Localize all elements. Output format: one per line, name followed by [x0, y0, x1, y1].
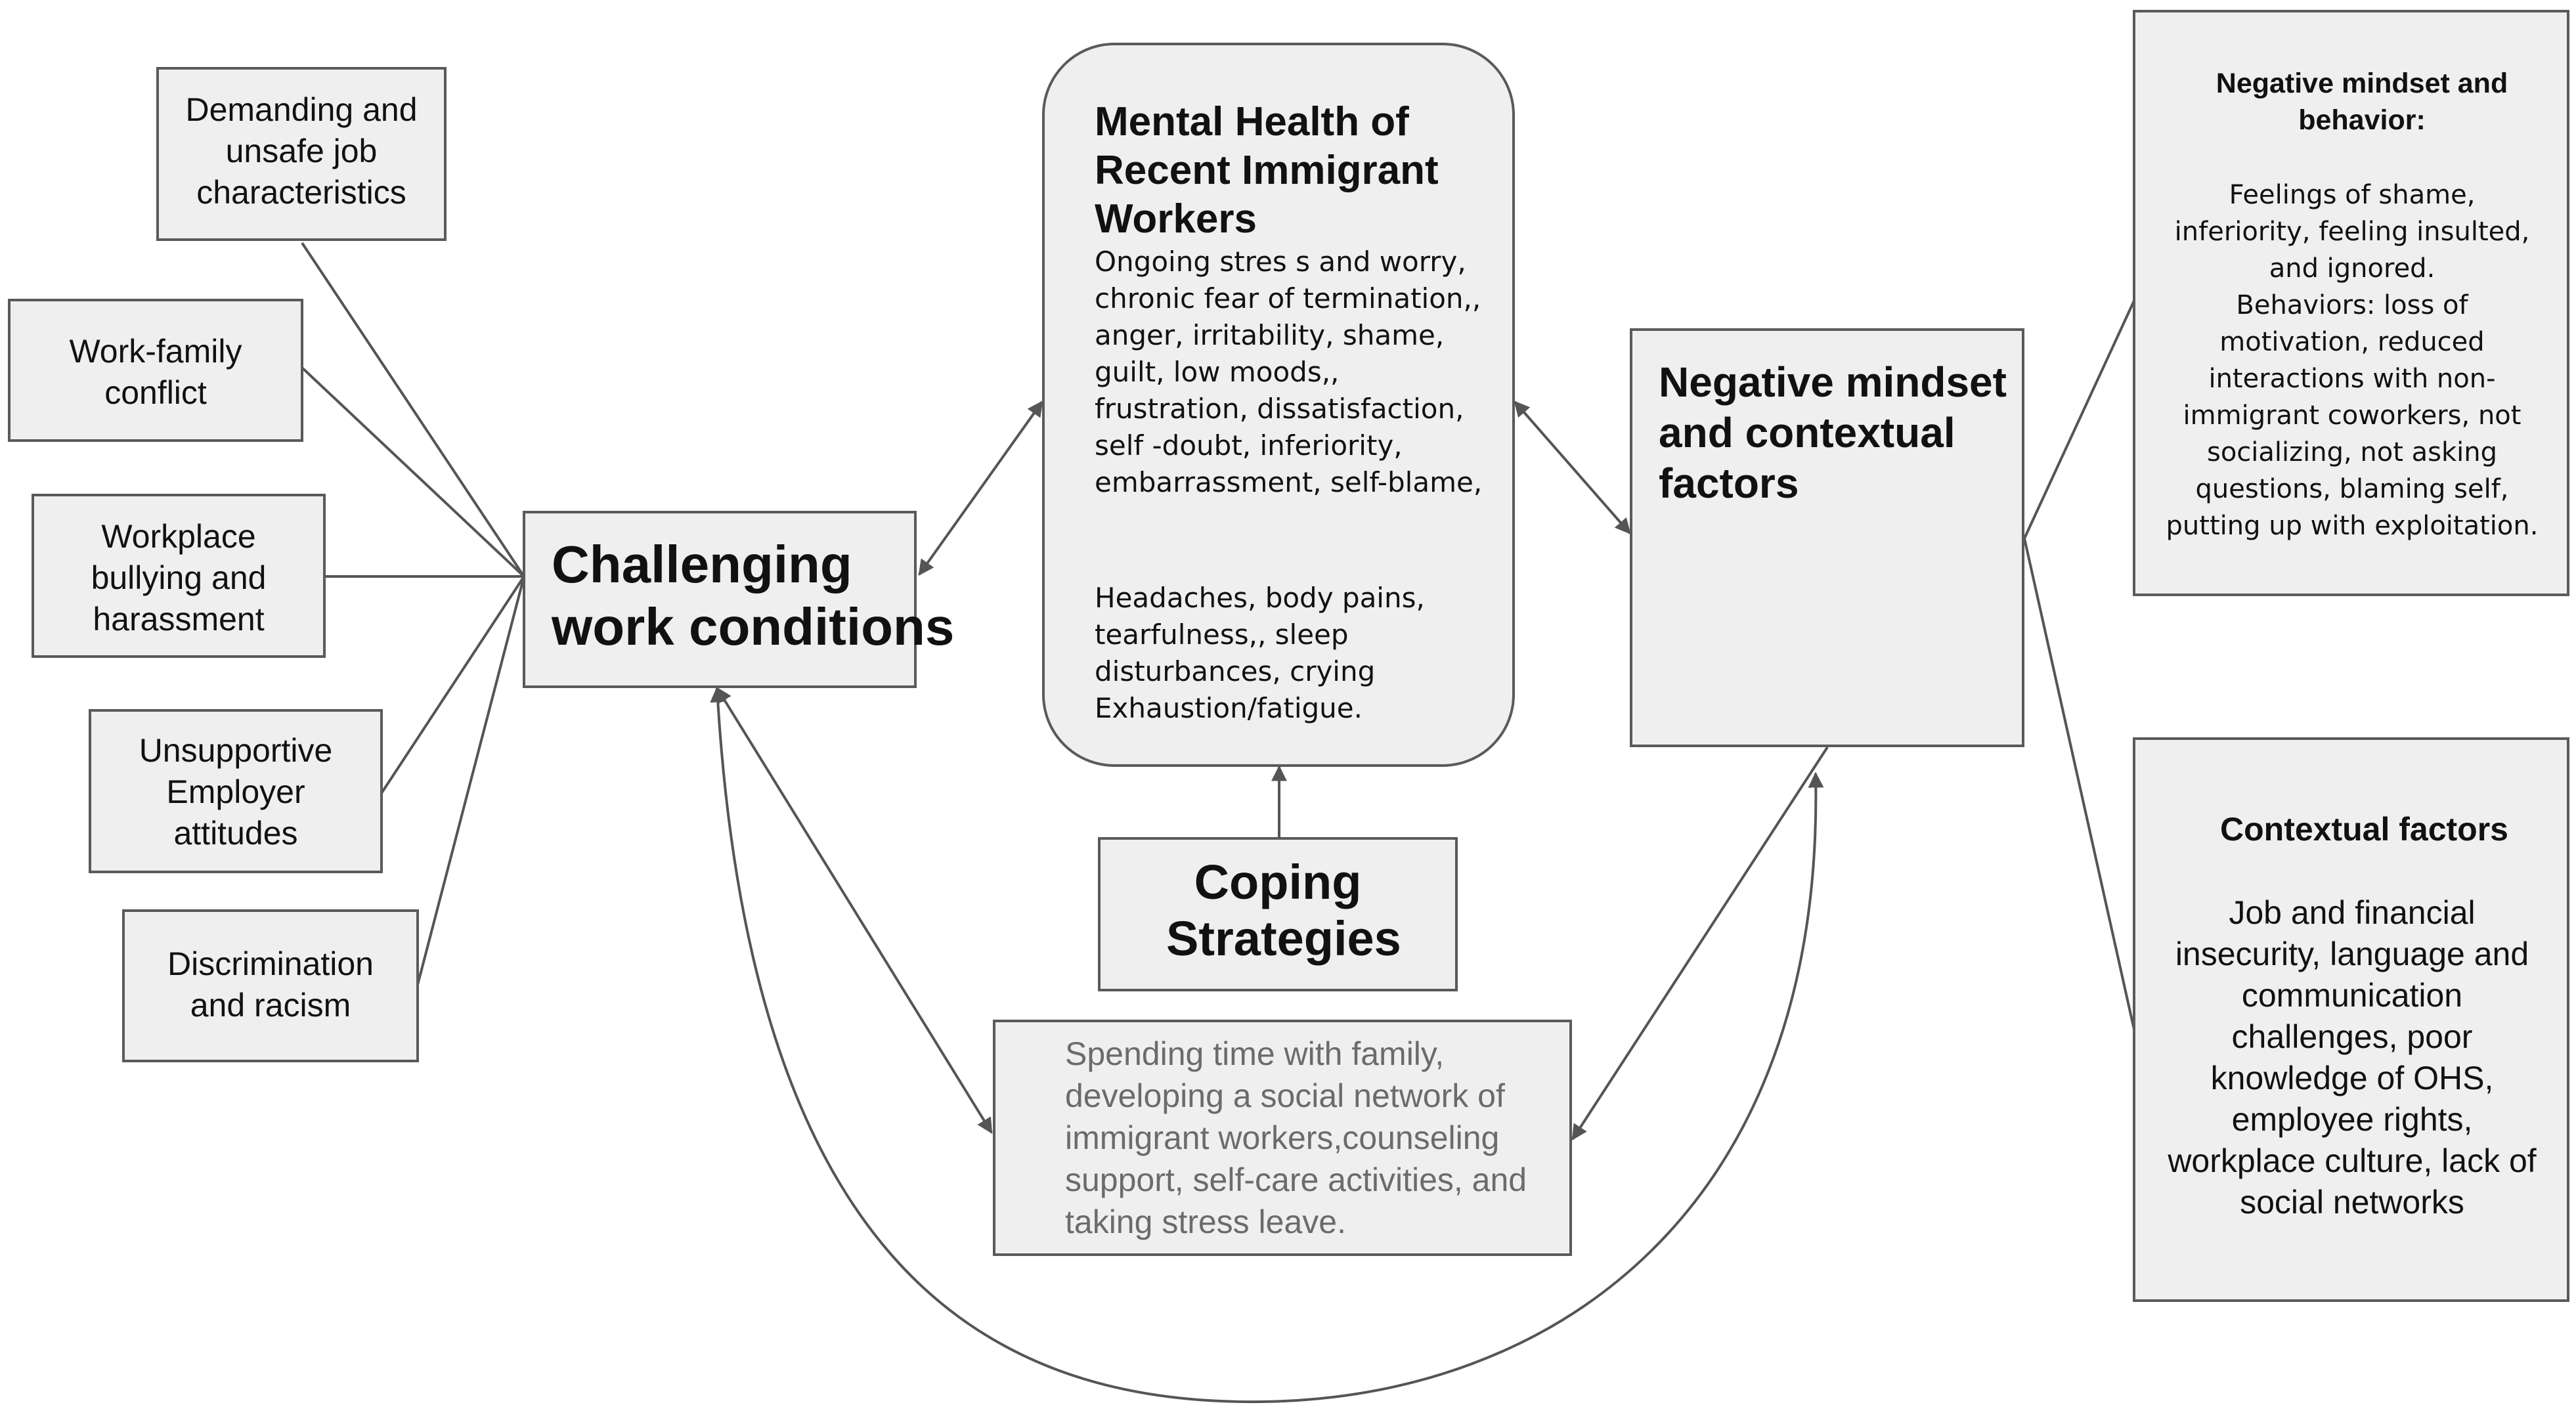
coping-examples-box: Spending time with family, developing a … [993, 1020, 1572, 1256]
challenging-work-conditions-title: Challenging work conditions [552, 535, 955, 656]
edge-challenging-copingexamples [716, 686, 993, 1135]
mindset-behavior-behaviors: Behaviors: loss of motivation, reduced i… [2166, 290, 2539, 541]
factor-unsupportive-employer-label: Unsupportive Employer attitudes [139, 732, 333, 852]
edge-job-to-challenging [301, 242, 525, 578]
mindset-behavior-title: Negative mindset and behavior: [2216, 68, 2508, 136]
mental-health-title: Mental Health of Recent Immigrant Worker… [1095, 99, 1439, 242]
factor-discrimination-racism: Discrimination and racism [122, 909, 419, 1062]
edge-challenging-mentalhealth [918, 400, 1043, 576]
factor-work-family-conflict-label: Work-family conflict [69, 333, 242, 411]
factor-job-characteristics: Demanding and unsafe job characteristics [156, 67, 447, 241]
coping-strategies-title: Coping Strategies [1166, 855, 1401, 966]
edge-negative-copingexamples [1571, 746, 1829, 1141]
coping-strategies-box: Coping Strategies [1098, 837, 1458, 991]
factor-workplace-bullying: Workplace bullying and harassment [32, 494, 326, 658]
factor-discrimination-racism-label: Discrimination and racism [167, 945, 374, 1024]
factor-workplace-bullying-label: Workplace bullying and harassment [91, 518, 267, 638]
mindset-behavior-feelings: Feelings of shame, inferiority, feeling … [2174, 180, 2530, 284]
challenging-work-conditions-box: Challenging work conditions [523, 511, 954, 688]
mental-health-physical: Headaches, body pains, tearfulness,, sle… [1095, 582, 1425, 724]
edge-challenging-negative-loop [710, 686, 1824, 1404]
mental-health-symptoms: Ongoing stres s and worry, chronic fear … [1095, 246, 1483, 498]
factor-work-family-conflict: Work-family conflict [8, 299, 303, 442]
contextual-factors-title: Contextual factors [2220, 811, 2508, 848]
edge-employer-to-challenging [380, 575, 525, 794]
edge-negative-to-mindset [2023, 300, 2135, 539]
edge-workfamily-to-challenging [301, 366, 525, 578]
coping-examples-text: Spending time with family, developing a … [1065, 1035, 1527, 1240]
negative-mindset-contextual-title: Negative mindset and contextual factors [1659, 358, 2007, 507]
edge-negative-to-contextual [2023, 538, 2135, 1030]
factor-unsupportive-employer: Unsupportive Employer attitudes [89, 709, 383, 873]
edge-discrimination-to-challenging [416, 576, 525, 985]
negative-mindset-contextual-box: Negative mindset and contextual factors [1630, 328, 2024, 747]
contextual-factors-box: Contextual factors Job and financial ins… [2133, 737, 2569, 1302]
mindset-behavior-box: Negative mindset and behavior: Feelings … [2133, 10, 2569, 596]
contextual-factors-body: Job and financial insecurity, language a… [2168, 894, 2537, 1221]
factor-job-characteristics-label: Demanding and unsafe job characteristics [185, 91, 418, 211]
mental-health-box: Mental Health of Recent Immigrant Worker… [1042, 43, 1515, 767]
edge-mentalhealth-negative [1514, 400, 1631, 534]
